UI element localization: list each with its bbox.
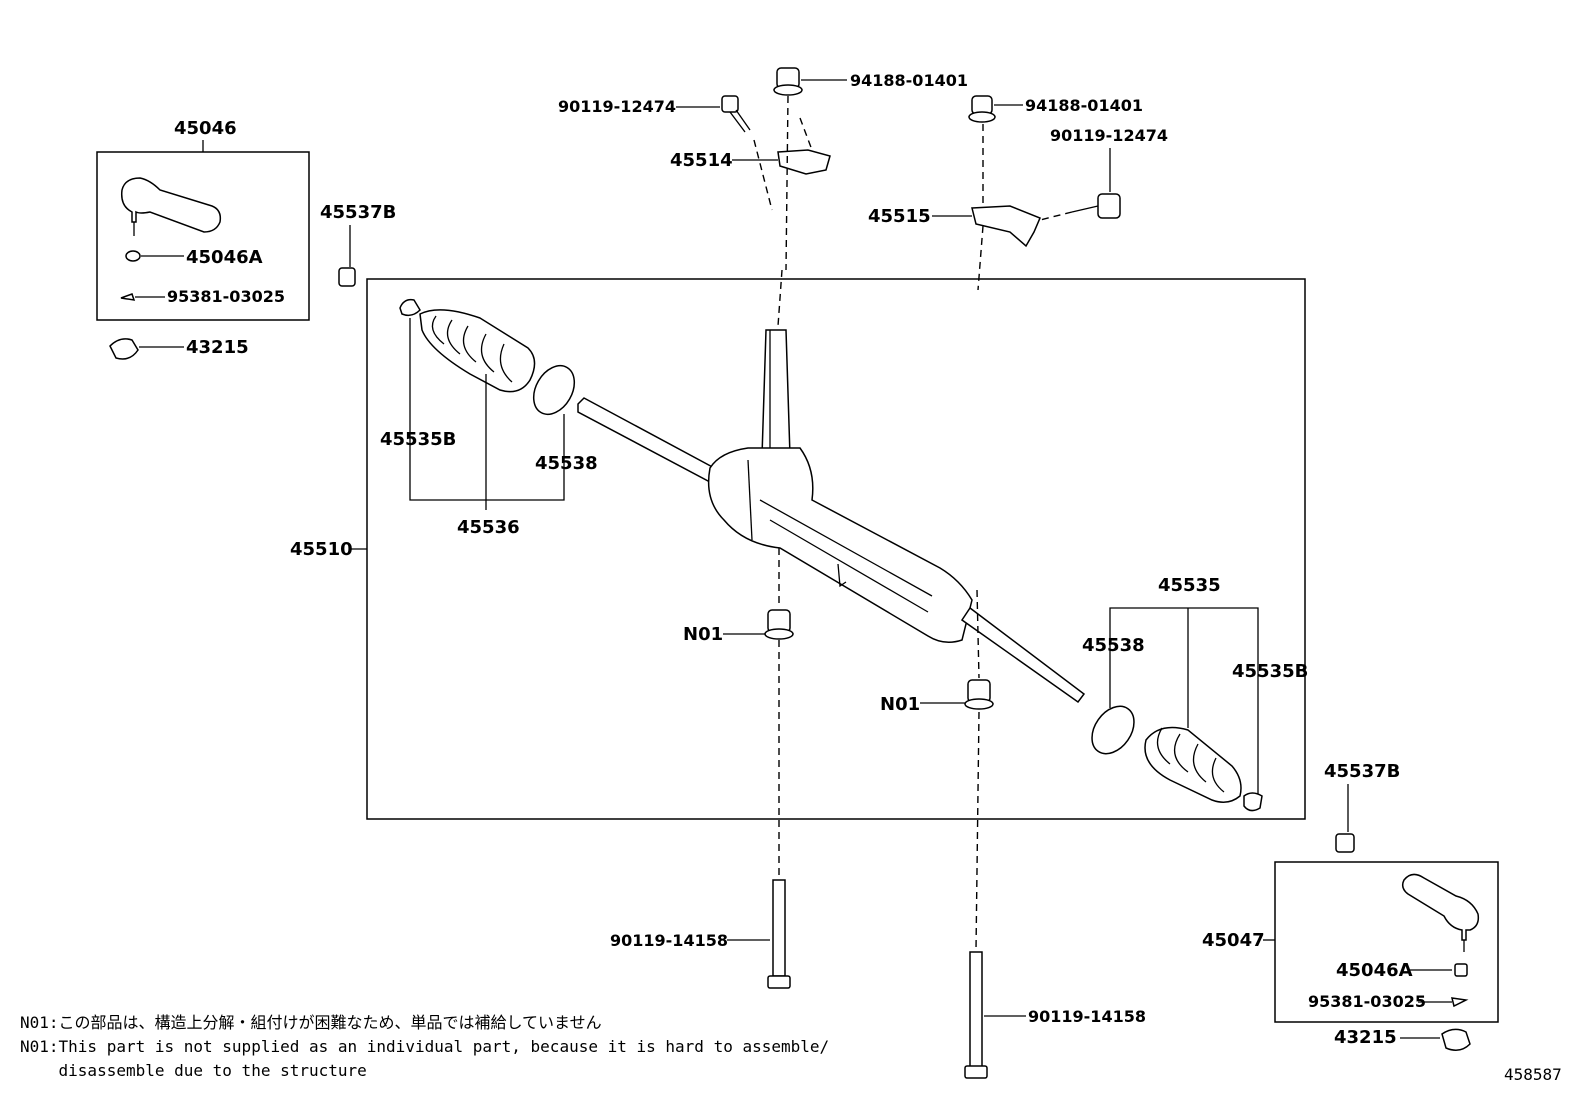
- boot-clamp-right-icon: [1243, 792, 1263, 812]
- label-bracket-right-bushing[interactable]: 94188-01401: [1025, 96, 1143, 115]
- label-n01-right[interactable]: N01: [880, 694, 920, 715]
- tie-rod-end-right-box: [1274, 861, 1499, 1023]
- label-mount-bolt-right[interactable]: 90119-14158: [1028, 1007, 1146, 1026]
- boot-left-icon: [419, 309, 536, 393]
- label-n01-left[interactable]: N01: [683, 624, 723, 645]
- cotter-pin-right-icon: [1451, 997, 1469, 1008]
- label-lock-nut-right[interactable]: 45537B: [1324, 761, 1400, 782]
- label-lock-nut-left[interactable]: 45537B: [320, 202, 396, 223]
- boot-right-icon: [1144, 726, 1242, 803]
- mount-bolt-right-icon: [964, 951, 988, 1079]
- cotter-pin-left-icon: [120, 293, 136, 301]
- label-tie-rod-end-left-nut[interactable]: 45046A: [186, 247, 263, 268]
- label-gear-assembly[interactable]: 45510: [290, 539, 353, 560]
- label-tie-rod-end-right[interactable]: 45047: [1202, 930, 1265, 951]
- label-boot-clamp-left[interactable]: 45535B: [380, 429, 456, 450]
- label-boot-ring-left[interactable]: 45538: [535, 453, 598, 474]
- bushing-left-icon: [773, 67, 803, 96]
- label-tie-rod-end-right-pin[interactable]: 95381-03025: [1308, 992, 1426, 1011]
- label-tie-rod-end-left[interactable]: 45046: [174, 118, 237, 139]
- lock-nut-right-icon: [1335, 833, 1355, 853]
- boot-ring-right-icon: [1091, 705, 1135, 755]
- label-mount-bolt-left[interactable]: 90119-14158: [610, 931, 728, 950]
- label-bracket-right[interactable]: 45515: [868, 206, 931, 227]
- label-bracket-right-bolt[interactable]: 90119-12474: [1050, 126, 1168, 145]
- boot-clamp-left-icon: [399, 298, 421, 317]
- nut-right-icon: [1454, 963, 1468, 977]
- label-boot-set-right[interactable]: 45535: [1158, 575, 1221, 596]
- mount-bolt-left-icon: [767, 879, 791, 989]
- steering-rack-icon: [577, 329, 1086, 704]
- bracket-right-icon: [971, 205, 1041, 248]
- tie-rod-end-left-part: [120, 177, 222, 236]
- label-boot-ring-right[interactable]: 45538: [1082, 635, 1145, 656]
- n01-left-bushing-icon: [764, 609, 794, 640]
- label-knuckle-nut-right[interactable]: 43215: [1334, 1027, 1397, 1048]
- note-n01-en-line1: N01:This part is not supplied as an indi…: [20, 1037, 829, 1056]
- nut-left-icon: [125, 250, 141, 262]
- label-tie-rod-end-right-nut[interactable]: 45046A: [1336, 960, 1413, 981]
- bolt-left-icon: [721, 95, 751, 133]
- label-bracket-left-bolt[interactable]: 90119-12474: [558, 97, 676, 116]
- knuckle-nut-left-icon: [109, 338, 139, 360]
- tie-rod-end-right-part: [1401, 873, 1480, 952]
- lock-nut-left-icon: [338, 267, 356, 287]
- n01-right-bushing-icon: [964, 679, 994, 710]
- boot-ring-left-icon: [532, 365, 576, 415]
- bushing-right-icon: [968, 95, 996, 123]
- label-boot-clamp-right[interactable]: 45535B: [1232, 661, 1308, 682]
- bracket-left-icon: [777, 149, 831, 175]
- label-bracket-left-bushing[interactable]: 94188-01401: [850, 71, 968, 90]
- label-tie-rod-end-left-pin[interactable]: 95381-03025: [167, 287, 285, 306]
- bolt-right-icon: [1071, 193, 1121, 219]
- label-boot-set-left[interactable]: 45536: [457, 517, 520, 538]
- note-n01-ja: N01:この部品は、構造上分解・組付けが困難なため、単品では補給していません: [20, 1013, 602, 1032]
- knuckle-nut-right-icon: [1441, 1028, 1471, 1051]
- label-knuckle-nut-left[interactable]: 43215: [186, 337, 249, 358]
- diagram-id: 458587: [1504, 1065, 1562, 1084]
- label-bracket-left[interactable]: 45514: [670, 150, 733, 171]
- note-n01-en-line2: disassemble due to the structure: [20, 1061, 367, 1080]
